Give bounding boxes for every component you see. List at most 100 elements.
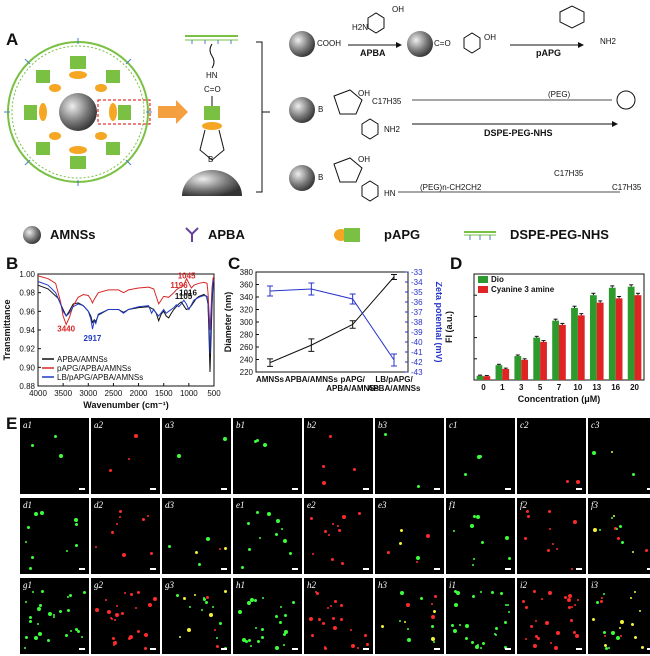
papg-blocks xyxy=(24,56,131,169)
fluorescent-dot xyxy=(507,611,510,614)
fluorescent-dot xyxy=(133,434,138,439)
y2-axis-title: Zeta potential (mV) xyxy=(434,281,442,362)
fluorescent-dot xyxy=(634,636,638,639)
fluorescent-dot xyxy=(66,595,69,598)
micrograph-h1: h1 xyxy=(233,578,302,654)
bar xyxy=(476,375,484,380)
micrograph-g2: g2 xyxy=(91,578,160,654)
fluorescent-dot xyxy=(205,536,210,541)
bar xyxy=(540,341,547,380)
fluorescent-dot xyxy=(66,608,70,612)
micrograph-d2: d2 xyxy=(91,498,160,574)
fluorescent-dot xyxy=(535,619,538,622)
fluorescent-dot xyxy=(521,599,525,603)
fluorescent-dot xyxy=(433,610,437,614)
dspe-legend-icon xyxy=(464,231,496,240)
fluorescent-dot xyxy=(599,600,603,604)
x-tick-label: 3500 xyxy=(54,389,72,398)
fluorescent-dot xyxy=(324,647,328,651)
fluorescent-dot xyxy=(214,628,217,631)
micrograph-label: a1 xyxy=(23,420,32,430)
fluorescent-dot xyxy=(573,603,576,606)
bar xyxy=(521,359,529,380)
fluorescent-dot xyxy=(399,528,403,532)
orange-arrow xyxy=(158,100,188,124)
y-tick-label: 260 xyxy=(240,343,254,352)
fluorescent-dot xyxy=(601,596,604,599)
fluorescent-dot xyxy=(82,590,86,594)
zoom-structure xyxy=(185,35,238,161)
fluorescent-dot xyxy=(470,641,474,645)
y2-tick-label: -36 xyxy=(411,298,423,307)
fluorescent-dot xyxy=(524,637,527,640)
fluorescent-dot xyxy=(574,633,579,638)
x-tick-label: 2500 xyxy=(105,389,123,398)
fluorescent-dot xyxy=(475,645,480,650)
scale-bar xyxy=(150,648,156,650)
micrograph-label: a3 xyxy=(165,420,174,430)
fluorescent-dot xyxy=(263,443,268,448)
fluorescent-dot xyxy=(332,626,337,631)
substrate-sphere xyxy=(182,170,242,196)
fluorescent-dot xyxy=(480,590,483,593)
bar xyxy=(533,337,541,380)
fluorescent-dot xyxy=(146,514,149,517)
fluorescent-dot xyxy=(260,628,264,632)
micrograph-label: a2 xyxy=(94,420,103,430)
fluorescent-dot xyxy=(31,556,35,559)
fluorescent-dot xyxy=(283,630,288,635)
fluorescent-dot xyxy=(470,524,475,529)
fluorescent-dot xyxy=(465,636,469,640)
fluorescent-dot xyxy=(282,632,286,636)
fluorescent-dot xyxy=(524,536,528,540)
group-c17-1: C17H35 xyxy=(372,97,402,106)
fluorescent-dot xyxy=(115,523,118,526)
fluorescent-dot xyxy=(503,621,507,625)
fluorescent-dot xyxy=(556,631,561,636)
scale-bar xyxy=(434,568,440,570)
fluorescent-dot xyxy=(177,454,182,459)
micrograph-label: f3 xyxy=(591,500,599,510)
fluorescent-dot xyxy=(70,630,73,633)
group-nh2-1: NH2 xyxy=(600,37,617,46)
micrograph-label: d3 xyxy=(165,500,174,510)
fluorescent-dot xyxy=(291,600,295,604)
group-nh2-2: NH2 xyxy=(384,125,401,134)
fluorescent-dot xyxy=(604,634,607,637)
fluorescent-dot xyxy=(25,541,28,544)
micrograph-a1: a1 xyxy=(20,418,89,494)
fluorescent-dot xyxy=(189,605,192,608)
fluorescent-dot xyxy=(569,619,573,623)
fluorescent-dot xyxy=(115,612,120,617)
group-oh-1: OH xyxy=(392,5,404,14)
fluorescent-dot xyxy=(118,516,121,519)
fluorescent-dot xyxy=(398,619,401,622)
scale-bar xyxy=(150,488,156,490)
scale-bar xyxy=(363,568,369,570)
micrograph-i1: i1 xyxy=(446,578,515,654)
fluorescent-dot xyxy=(39,511,44,516)
x-category-label: LB/pAPG/APBA/AMNSs xyxy=(368,375,421,393)
fluorescent-dot xyxy=(644,548,648,552)
y-tick-label: 240 xyxy=(240,356,254,365)
bar xyxy=(502,368,510,380)
fluorescent-dot xyxy=(112,641,117,646)
fluorescent-dot xyxy=(336,524,339,527)
scale-bar xyxy=(363,488,369,490)
fluorescent-dot xyxy=(107,610,112,615)
fluorescent-dot xyxy=(33,512,38,517)
y-axis-title: Transmittance xyxy=(2,299,12,360)
fluorescent-dot xyxy=(357,646,360,649)
fluorescent-dot xyxy=(47,638,51,642)
fluorescent-dot xyxy=(426,533,431,538)
micrograph-label: h3 xyxy=(378,580,387,590)
group-oh-4: OH xyxy=(358,155,370,164)
y2-tick-label: -35 xyxy=(411,288,423,297)
fluorescent-dot xyxy=(572,519,577,524)
fluorescent-dot xyxy=(136,590,140,594)
fluorescent-dot xyxy=(241,637,246,642)
fluorescent-dot xyxy=(491,591,495,595)
group-oh-2: OH xyxy=(484,33,496,42)
fluorescent-dot xyxy=(95,608,100,613)
